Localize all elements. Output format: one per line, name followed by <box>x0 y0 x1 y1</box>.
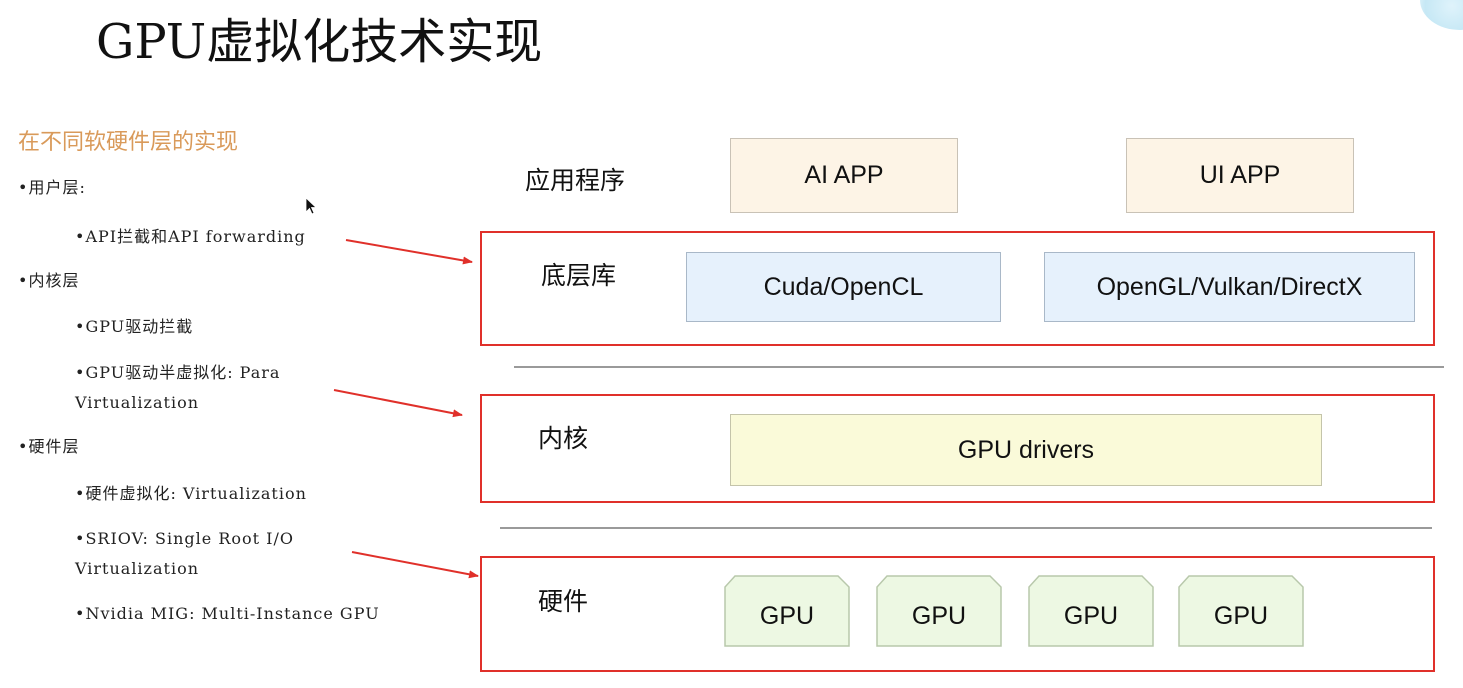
list-item-kernel-layer: •内核层 <box>18 271 80 290</box>
left-panel-heading: 在不同软硬件层的实现 <box>18 130 239 155</box>
gpu-chip: GPU <box>1028 575 1154 647</box>
list-item-hw-virtualization: •硬件虚拟化: Virtualization <box>75 484 307 503</box>
hardware-layer-label: 硬件 <box>538 587 589 616</box>
arrow-to-library-layer <box>345 239 473 265</box>
opengl-vulkan-directx-box: OpenGL/Vulkan/DirectX <box>1044 252 1415 322</box>
arrow-to-hardware-layer <box>351 551 479 579</box>
app-layer-label: 应用程序 <box>525 166 626 195</box>
gpu-label: GPU <box>760 602 814 630</box>
gpu-chip: GPU <box>876 575 1002 647</box>
list-item-driver-intercept: •GPU驱动拦截 <box>75 317 194 336</box>
list-item-sriov: •SRIOV: Single Root I/O <box>75 529 294 548</box>
list-item-hardware-layer: •硬件层 <box>18 437 80 456</box>
list-item-para-virtualization: •GPU驱动半虚拟化: Para <box>75 363 281 382</box>
list-item-api-intercept: •API拦截和API forwarding <box>75 227 306 246</box>
gpu-chip: GPU <box>724 575 850 647</box>
kernel-layer-frame <box>480 394 1435 503</box>
gpu-label: GPU <box>1064 602 1118 630</box>
list-item-sriov-cont: Virtualization <box>75 559 199 578</box>
gpu-label: GPU <box>1214 602 1268 630</box>
list-item-user-layer: •用户层: <box>18 178 86 197</box>
kernel-layer-label: 内核 <box>538 424 589 453</box>
gpu-drivers-box: GPU drivers <box>730 414 1322 486</box>
library-layer-frame <box>480 231 1435 346</box>
mouse-cursor-icon <box>305 197 318 215</box>
list-item-para-virtualization-cont: Virtualization <box>75 393 199 412</box>
gpu-label: GPU <box>912 602 966 630</box>
arrow-to-kernel-layer <box>333 389 463 418</box>
ui-app-box: UI APP <box>1126 138 1354 213</box>
library-layer-label: 底层库 <box>541 261 617 290</box>
list-item-nvidia-mig: •Nvidia MIG: Multi-Instance GPU <box>75 604 380 623</box>
ai-app-box: AI APP <box>730 138 958 213</box>
cuda-opencl-box: Cuda/OpenCL <box>686 252 1001 322</box>
page-title: GPU虚拟化技术实现 <box>96 14 543 70</box>
hardware-layer-frame <box>480 556 1435 672</box>
layer-divider <box>500 527 1432 529</box>
gpu-chip: GPU <box>1178 575 1304 647</box>
layer-divider <box>514 366 1444 368</box>
